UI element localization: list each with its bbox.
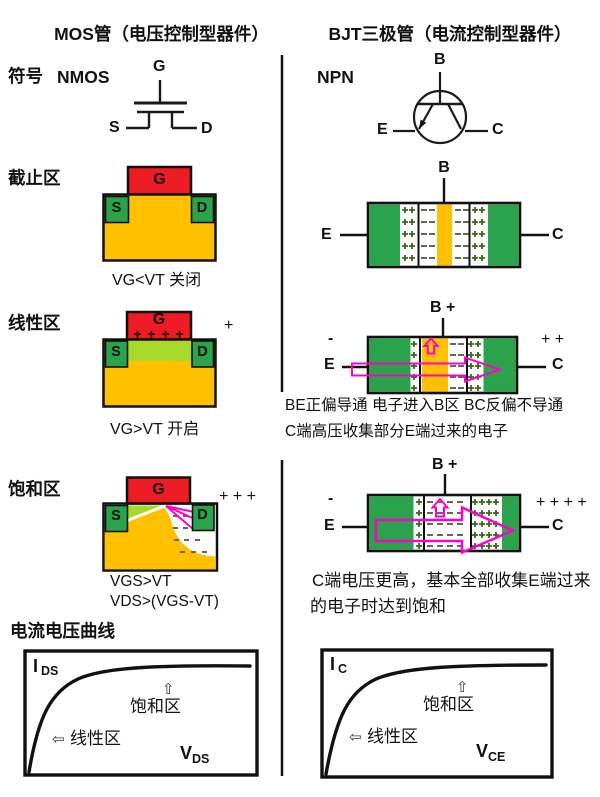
ids-curve	[27, 664, 252, 774]
x-axis-subscript: CE	[488, 750, 506, 764]
npn-collector-label: C	[492, 121, 504, 138]
gate-label: G	[152, 311, 166, 328]
ids-vds-chart	[23, 649, 259, 777]
linear-zone-label: 线性区	[70, 729, 121, 748]
up-arrow-icon: ⇧	[162, 681, 175, 698]
linear-zone-label: 线性区	[367, 727, 418, 746]
nmos-gate-label: G	[153, 58, 166, 75]
plus-charges-right	[472, 207, 485, 261]
mos-cutoff-device	[102, 165, 217, 262]
emitter-bias: -	[328, 330, 334, 347]
saturation-zone-label: 饱和区	[423, 695, 474, 714]
drain-side-charges: + + +	[219, 488, 256, 505]
mos-linear-device	[102, 310, 217, 408]
nmos-source-label: S	[109, 119, 120, 136]
saturation-note-2: 的电子时达到饱和	[310, 597, 446, 616]
plus-charges-left	[402, 207, 415, 261]
npn-base-label: B	[434, 51, 446, 68]
nmos-drain-label: D	[201, 120, 213, 137]
gate-charges: + + + +	[133, 326, 185, 342]
saturation-zone-label: 饱和区	[130, 697, 181, 716]
nmos-name: NMOS	[57, 67, 110, 87]
bjt-structure-equilibrium	[340, 178, 549, 269]
electron-up-arrow	[430, 497, 450, 518]
collector-bias: + + + +	[536, 494, 587, 511]
gate-label: G	[152, 481, 165, 498]
source-label: S	[111, 508, 121, 524]
bulk-yellow-region	[104, 507, 216, 570]
y-axis-subscript: DS	[41, 664, 59, 678]
drain-label: D	[196, 200, 208, 216]
linear-caption: VG>VT 开启	[110, 421, 200, 438]
collector-label: C	[552, 226, 564, 243]
saturation-region-label: 饱和区	[8, 479, 61, 499]
source-label: S	[111, 200, 122, 216]
mos-saturation-device	[102, 476, 219, 572]
left-arrow-icon: ⇦	[349, 729, 362, 746]
active-note-2: C端高压收集部分E端过来的电子	[285, 423, 509, 440]
ic-curve	[324, 663, 548, 776]
up-arrow-icon: ⇧	[456, 679, 469, 696]
linear-region-label: 线性区	[8, 313, 61, 333]
minus-charges	[421, 209, 469, 259]
npn-name: NPN	[317, 67, 354, 87]
emitter-label: E	[324, 356, 335, 373]
emitter-bias: -	[328, 490, 334, 507]
depletion-dashes	[173, 515, 207, 553]
right-column-title: BJT三极管（电流控制型器件）	[328, 24, 572, 44]
plus-charges-left	[411, 341, 417, 391]
collector-label: C	[552, 356, 564, 373]
gate-side-charge: +	[224, 317, 234, 334]
base-label: B	[438, 159, 450, 176]
left-arrow-icon: ⇦	[52, 731, 65, 748]
drain-label: D	[197, 507, 208, 523]
y-axis-symbol: I	[330, 654, 336, 674]
npn-emitter-label: E	[377, 121, 388, 138]
iv-curve-title: 电流电压曲线	[10, 621, 115, 641]
emitter-arrow-icon	[419, 119, 427, 129]
active-note-1: BE正偏导通 电子进入B区 BC反偏不导通	[285, 397, 564, 414]
base-bias-label: B +	[430, 299, 456, 316]
minus-charges	[427, 501, 463, 547]
y-axis-symbol: I	[33, 656, 39, 676]
saturation-caption-1: VGS>VT	[110, 573, 172, 590]
npn-symbol	[393, 72, 488, 145]
emitter-label: E	[324, 517, 335, 534]
x-axis-symbol: V	[476, 741, 489, 761]
electron-flow-arrow	[351, 356, 504, 383]
gate-label: G	[153, 171, 166, 188]
electron-flow-arrow	[374, 505, 517, 555]
electron-up-arrow	[422, 336, 440, 355]
y-axis-subscript: C	[338, 662, 348, 676]
symbol-label: 符号	[8, 66, 43, 86]
source-label: S	[111, 344, 121, 360]
cutoff-caption: VG<VT 关闭	[112, 272, 202, 289]
saturation-note-1: C端电压更高，基本全部收集E端过来	[312, 571, 591, 590]
bjt-structure-active	[342, 318, 546, 395]
emitter-label: E	[321, 226, 332, 243]
bjt-structure-saturation	[342, 474, 549, 555]
x-axis-symbol: V	[180, 743, 193, 763]
cutoff-region-label: 截止区	[8, 168, 61, 188]
x-axis-subscript: DS	[192, 752, 210, 766]
drain-label: D	[197, 344, 208, 360]
left-column-title: MOS管（电压控制型器件）	[54, 24, 269, 44]
plus-charges-left	[416, 499, 422, 549]
collector-bias: + +	[541, 331, 565, 348]
ic-vce-chart	[320, 648, 554, 779]
collector-label: C	[552, 517, 564, 534]
saturation-caption-2: VDS>(VGS-VT)	[110, 593, 219, 610]
nmos-symbol	[126, 80, 197, 130]
base-bias-label: B +	[432, 456, 458, 473]
minus-charges	[450, 343, 464, 389]
